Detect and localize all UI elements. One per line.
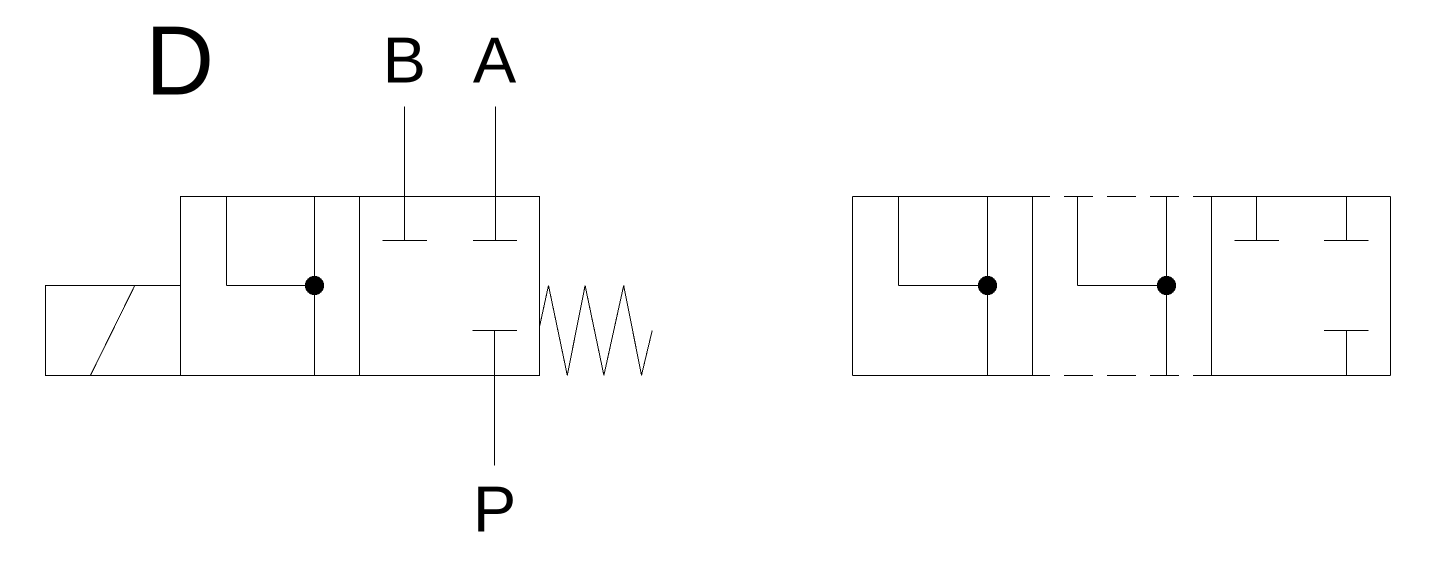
svg-text:D: D	[145, 5, 214, 116]
svg-text:A: A	[473, 24, 517, 97]
svg-text:P: P	[473, 473, 516, 546]
svg-text:B: B	[383, 24, 426, 97]
